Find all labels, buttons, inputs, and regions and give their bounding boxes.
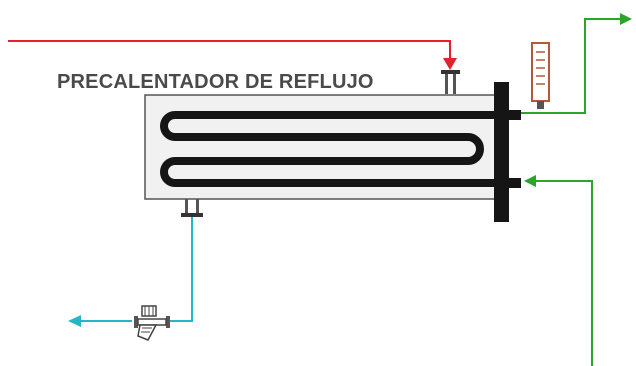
cyan-arrow-left-icon xyxy=(68,315,81,327)
top-nozzle xyxy=(441,70,460,94)
coil-outlet-stub xyxy=(509,110,521,120)
tube-sheet-flange xyxy=(494,82,509,222)
heating-coil xyxy=(160,111,510,187)
condensate-line xyxy=(68,217,193,327)
equipment-title: PRECALENTADOR DE REFLUJO xyxy=(57,71,374,93)
steam-trap-icon xyxy=(134,305,170,341)
green-arrow-right-icon xyxy=(620,13,632,25)
red-arrow-icon xyxy=(443,58,457,70)
bottom-nozzle xyxy=(181,199,203,217)
green-outlet-line xyxy=(521,13,632,114)
green-inlet-line xyxy=(524,175,593,366)
hot-inlet-line xyxy=(8,40,457,70)
thermometer-icon xyxy=(531,42,550,109)
green-arrow-left-icon xyxy=(524,175,536,187)
coil-inlet-stub xyxy=(509,178,521,188)
